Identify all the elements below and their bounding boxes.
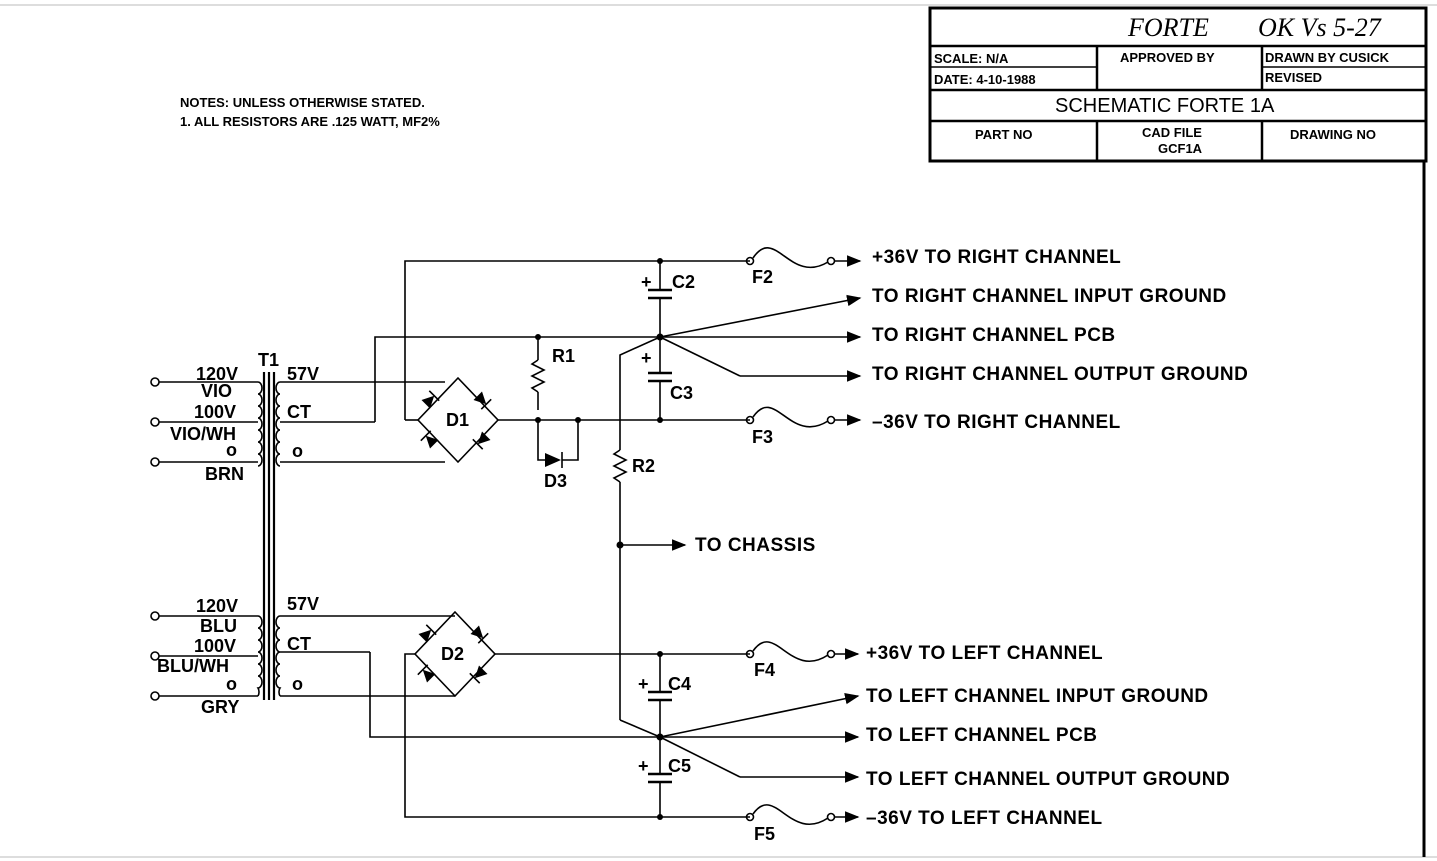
- r2-chassis: R2: [612, 449, 687, 738]
- output-right-output-ground: TO RIGHT CHANNEL OUTPUT GROUND: [872, 364, 1248, 385]
- fuse-label-f4: F4: [754, 660, 775, 680]
- capacitor-label-c5: C5: [668, 756, 691, 776]
- transformer-top-label-vio-wh: VIO/WH: [170, 424, 236, 444]
- bottom-wiring: + C4 + C5: [369, 651, 860, 820]
- fuse-f4: F4: [745, 641, 860, 680]
- transformer-top: o 120V VIO 100V VIO/WH o BRN 57V CT: [150, 364, 445, 484]
- resistor-label-r1: R1: [552, 346, 575, 366]
- capacitor-c4-polarity: +: [638, 674, 649, 694]
- fuse-label-f3: F3: [752, 427, 773, 447]
- capacitor-c5-polarity: +: [638, 756, 649, 776]
- output-chassis: TO CHASSIS: [695, 535, 816, 556]
- transformer-top-label-ct: CT: [287, 402, 311, 422]
- bridge-rectifier-d1: D1: [416, 376, 500, 464]
- capacitor-label-c4: C4: [668, 674, 691, 694]
- transformer-bottom-tap-o: o: [292, 674, 303, 694]
- transformer-bottom-label-100v: 100V: [194, 636, 236, 656]
- bridge-rectifier-d2: D2: [413, 610, 497, 698]
- output-right-input-ground: TO RIGHT CHANNEL INPUT GROUND: [872, 286, 1227, 307]
- transformer-bottom-label-o: o: [226, 674, 237, 694]
- capacitor-c2-polarity: +: [641, 272, 652, 292]
- title-block-cad-file: CAD FILE: [1142, 125, 1202, 140]
- title-block-date: DATE: 4-10-1988: [934, 72, 1036, 87]
- transformer-top-label-brn: BRN: [205, 464, 244, 484]
- output-right-positive: +36V TO RIGHT CHANNEL: [872, 247, 1121, 268]
- fuse-label-f5: F5: [754, 824, 775, 844]
- notes-line-1: NOTES: UNLESS OTHERWISE STATED.: [180, 95, 425, 110]
- capacitor-label-c2: C2: [672, 272, 695, 292]
- title-block-title: FORTE: [1127, 13, 1209, 42]
- title-block-approved-by: APPROVED BY: [1120, 50, 1215, 65]
- title-block-cad-file-name: GCF1A: [1158, 141, 1203, 156]
- capacitor-c3-polarity: +: [641, 348, 652, 368]
- diode-label-d3: D3: [544, 471, 567, 491]
- title-block-revised: REVISED: [1265, 70, 1322, 85]
- output-right-negative: –36V TO RIGHT CHANNEL: [872, 412, 1121, 433]
- notes: NOTES: UNLESS OTHERWISE STATED. 1. ALL R…: [180, 95, 440, 129]
- transformer-top-label-100v: 100V: [194, 402, 236, 422]
- transformer-top-label-o: o: [226, 440, 237, 460]
- transformer-top-label-57v: 57V: [287, 364, 319, 384]
- output-right-pcb: TO RIGHT CHANNEL PCB: [872, 325, 1116, 346]
- output-left-positive: +36V TO LEFT CHANNEL: [866, 643, 1103, 664]
- title-block-handwritten-note: OK Vs 5-27: [1258, 13, 1382, 42]
- transformer-top-label-vio: VIO: [201, 381, 232, 401]
- output-labels: +36V TO RIGHT CHANNEL TO RIGHT CHANNEL I…: [695, 247, 1248, 829]
- title-block-part-no: PART NO: [975, 127, 1033, 142]
- transformer-bottom-label-blu: BLU: [200, 616, 237, 636]
- output-left-output-ground: TO LEFT CHANNEL OUTPUT GROUND: [866, 769, 1230, 790]
- transformer-bottom-label-ct: CT: [287, 634, 311, 654]
- transformer-bottom-label-57v: 57V: [287, 594, 319, 614]
- resistor-label-r2: R2: [632, 456, 655, 476]
- diode-label-d1: D1: [446, 410, 469, 430]
- title-block: FORTE OK Vs 5-27 SCALE: N/A DATE: 4-10-1…: [928, 6, 1428, 163]
- title-block-drawn-by: DRAWN BY CUSICK: [1265, 50, 1390, 65]
- transformer-bottom-label-gry: GRY: [201, 697, 239, 717]
- top-wiring: R1 D3 + C2 + C3: [374, 258, 862, 491]
- transformer-top-label-120v: 120V: [196, 364, 238, 384]
- transformer-top-tap-o: o: [292, 441, 303, 461]
- transformer-label-t1: T1: [258, 350, 279, 370]
- diode-label-d2: D2: [441, 644, 464, 664]
- output-left-input-ground: TO LEFT CHANNEL INPUT GROUND: [866, 686, 1209, 707]
- fuse-f2: F2: [745, 247, 862, 287]
- fuse-f5: F5: [745, 804, 860, 844]
- transformer-bottom-label-120v: 120V: [196, 596, 238, 616]
- title-block-scale: SCALE: N/A: [934, 51, 1009, 66]
- fuse-label-f2: F2: [752, 267, 773, 287]
- transformer-bottom-label-blu-wh: BLU/WH: [157, 656, 229, 676]
- output-left-pcb: TO LEFT CHANNEL PCB: [866, 725, 1098, 746]
- notes-line-2: 1. ALL RESISTORS ARE .125 WATT, MF2%: [180, 114, 440, 129]
- transformer-core: T1: [258, 350, 279, 700]
- fuse-f3: F3: [745, 406, 862, 447]
- title-block-schematic: SCHEMATIC FORTE 1A: [1055, 95, 1275, 117]
- capacitor-label-c3: C3: [670, 383, 693, 403]
- transformer-bottom: o 120V BLU 100V BLU/WH o GRY 57V CT: [150, 594, 455, 717]
- output-left-negative: –36V TO LEFT CHANNEL: [866, 808, 1103, 829]
- title-block-drawing-no: DRAWING NO: [1290, 127, 1376, 142]
